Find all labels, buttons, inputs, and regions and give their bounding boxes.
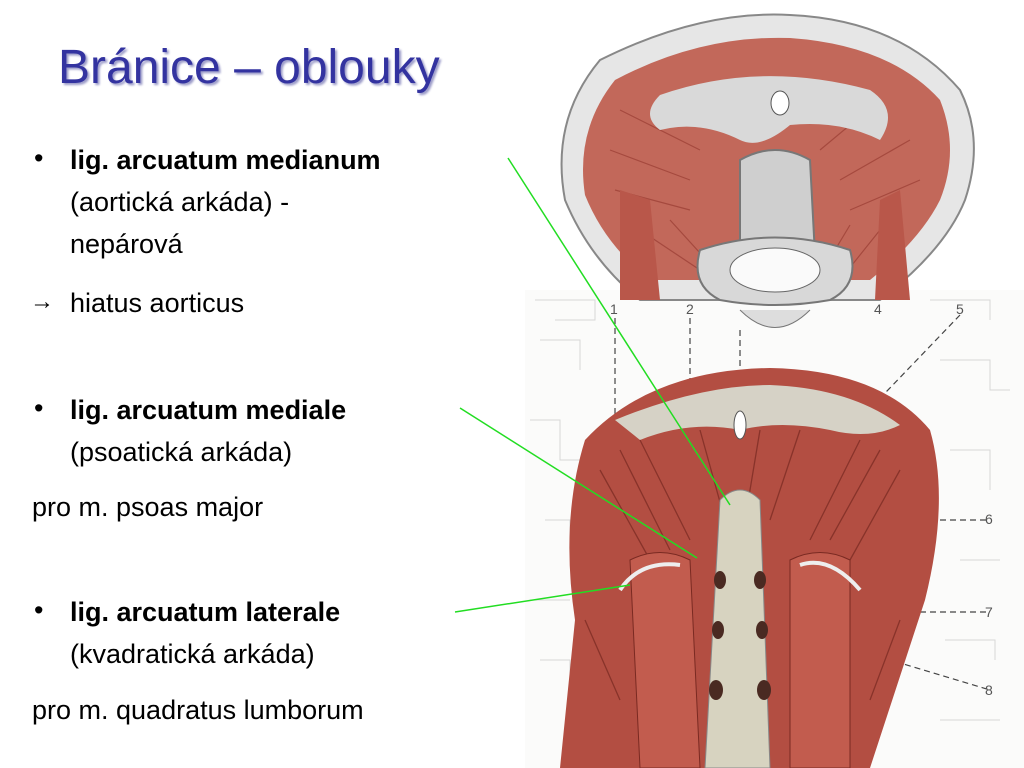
arrow-icon: → — [30, 288, 54, 315]
item-quadratus: pro m. quadratus lumborum — [32, 695, 364, 725]
item-psoas: pro m. psoas major — [32, 492, 264, 522]
item-medianum-desc-2: nepárová — [70, 229, 183, 259]
pointer-lines — [454, 157, 731, 613]
pointer-laterale — [454, 584, 631, 613]
item-medianum-desc: (aortická arkáda) - — [70, 187, 290, 217]
bullet-icon: • — [34, 393, 44, 423]
item-mediale-desc: (psoatická arkáda) — [70, 437, 293, 467]
diaphragm-posterior-view — [560, 368, 939, 768]
figure-number: 4 — [874, 301, 882, 317]
diaphragm-top-view — [560, 13, 975, 328]
pointer-medianum — [507, 157, 731, 506]
figure-number: 5 — [956, 301, 964, 317]
figure-numbers: 1 2 4 5 6 7 8 — [610, 301, 993, 698]
item-hiatus: hiatus aorticus — [70, 288, 245, 318]
item-laterale-desc: (kvadratická arkáda) — [70, 639, 315, 669]
item-medianum-title: lig. arcuatum medianum — [70, 145, 381, 175]
item-laterale-title: lig. arcuatum laterale — [70, 597, 341, 627]
bullet-icon: • — [34, 595, 44, 625]
item-mediale-title: lig. arcuatum mediale — [70, 395, 347, 425]
pointer-mediale — [459, 407, 698, 559]
scan-texture — [530, 299, 1010, 721]
slide-title: Bránice – oblouky — [58, 41, 440, 94]
figure-number: 6 — [985, 511, 993, 527]
figure-number: 2 — [686, 301, 694, 317]
bullet-icon: • — [34, 143, 44, 173]
figure-number: 8 — [985, 682, 993, 698]
figure-number: 7 — [985, 604, 993, 620]
figure-number: 1 — [610, 301, 618, 317]
